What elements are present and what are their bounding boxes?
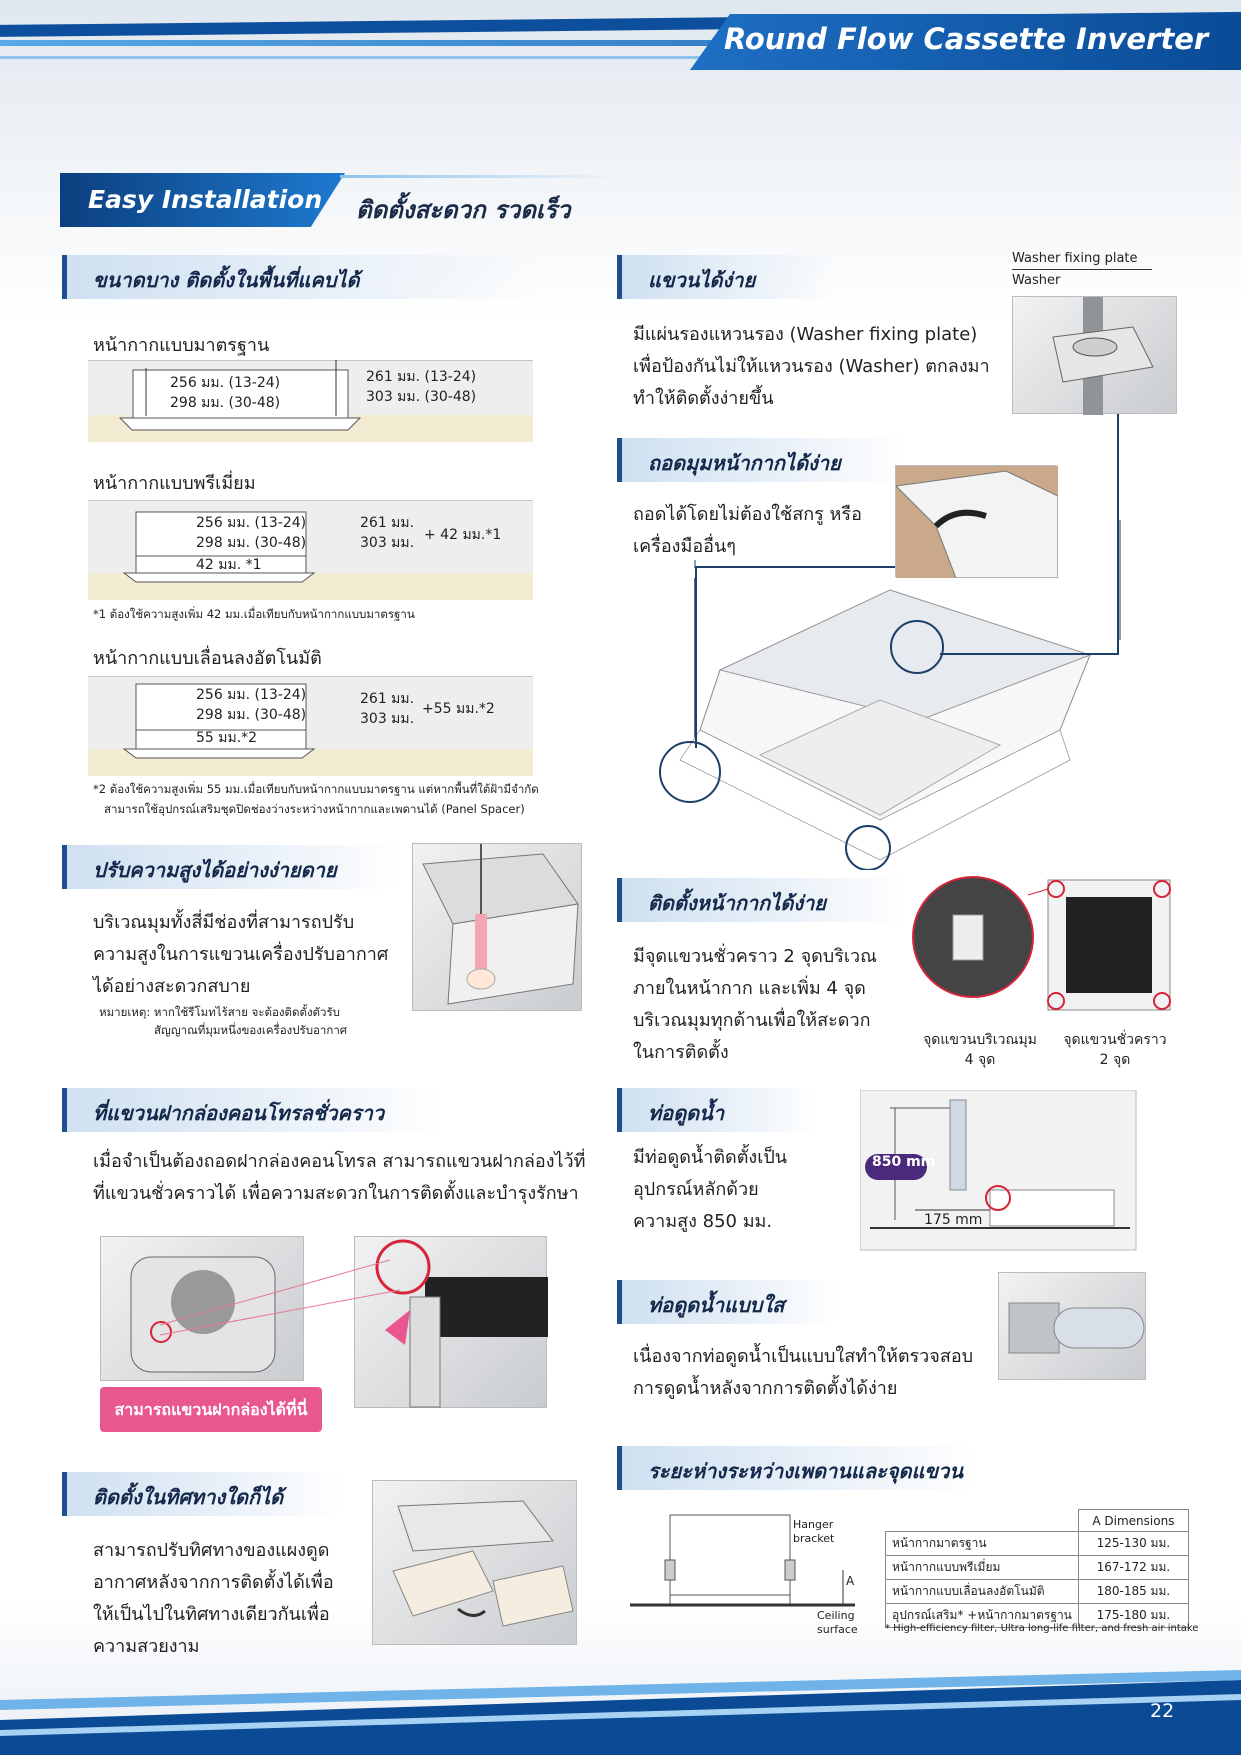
std-inner-1: 256 มม. (13-24): [170, 375, 281, 391]
distance-footnote: * High-efficiency filter, Ultra long-lif…: [885, 1623, 1199, 1634]
table-header: A Dimensions: [1077, 1509, 1189, 1532]
section-controlbox-heading: ที่แขวนฝากล่องคอนโทรลชั่วคราว: [62, 1088, 442, 1132]
height-note-2: สัญญาณที่มุมหนึ่งของเครื่องปรับอากาศ: [154, 1023, 348, 1037]
auto-panel-diagram: [88, 676, 533, 776]
corner-connector-h: [695, 566, 895, 568]
controlbox-text: เมื่อจำเป็นต้องถอดฝากล่องคอนโทรล สามารถแ…: [93, 1151, 586, 1204]
drain-text: มีท่อดูดน้ำติดตั้งเป็น อุปกรณ์หลักด้วย ค…: [633, 1147, 788, 1232]
prem-outer-2: 303 มม.: [360, 535, 415, 551]
corner-connector-v: [695, 566, 697, 748]
section-thin-heading: ขนาดบาง ติดตั้งในพื้นที่แคบได้: [62, 255, 542, 299]
controlbox-callout-lines: [159, 1259, 410, 1345]
prem-inner-2: 298 มม. (30-48): [196, 535, 307, 551]
auto-outer-1: 261 มม.: [360, 691, 415, 707]
label-washer: Washer: [1012, 273, 1061, 288]
section-distance-heading: ระยะห่างระหว่างเพดานและจุดแขวน: [617, 1446, 977, 1490]
prem-inner-1: 256 มม. (13-24): [196, 515, 307, 531]
label-underline: [1012, 269, 1152, 270]
auto-panel-title: หน้ากากแบบเลื่อนลงอัตโนมัติ: [93, 648, 322, 669]
std-inner-2: 298 มม. (30-48): [170, 395, 281, 411]
clear-pipe-photo: [998, 1272, 1146, 1380]
auto-inner-2: 298 มม. (30-48): [196, 707, 307, 723]
dimension-a-label: A: [846, 1574, 855, 1588]
page-title: Round Flow Cassette Inverter: [724, 22, 1209, 56]
easy-installation-en: Easy Installation: [88, 185, 323, 214]
auto-outer-2: 303 มม.: [360, 711, 415, 727]
section-height-heading: ปรับความสูงได้อย่างง่ายดาย: [62, 845, 402, 889]
standard-panel-title: หน้ากากแบบมาตรฐาน: [93, 335, 270, 356]
drain-dim: 175 mm: [924, 1212, 983, 1228]
corner-photo: [894, 465, 1059, 579]
prem-extra: 42 มม. *1: [196, 557, 262, 573]
cassette-unit-illustration: [659, 578, 1092, 870]
direction-text: สามารถปรับทิศทางของแผงดูด อากาศหลังจากกา…: [93, 1540, 334, 1657]
washer-connector-h: [940, 653, 1119, 655]
callout-connector-lines: [694, 520, 1121, 640]
section-direction-heading: ติดตั้งในทิศทางใดก็ได้: [62, 1472, 342, 1516]
easy-installation-banner: [60, 173, 345, 227]
corner-text: ถอดได้โดยไม่ต้องใช้สกรู หรือ เครื่องมืออ…: [633, 504, 862, 557]
std-outer-1: 261 มม. (13-24): [366, 369, 477, 385]
premium-panel-diagram: [88, 500, 533, 600]
distance-diagram: [630, 1514, 855, 1607]
label-washer-fixing-plate: Washer fixing plate: [1012, 251, 1138, 266]
section-hang-heading: แขวนได้ง่าย: [617, 255, 837, 299]
section-corner-heading: ถอดมุมหน้ากากได้ง่าย: [617, 438, 907, 482]
height-note-1: หมายเหตุ: หากใช้รีโมทไร้สาย จะต้องติดตั้…: [99, 1005, 340, 1019]
premium-note: *1 ต้องใช้ความสูงเพิ่ม 42 มม.เมื่อเทียบก…: [93, 607, 415, 621]
hang-text: มีแผ่นรองแหวนรอง (Washer fixing plate) เ…: [633, 324, 990, 409]
height-adjust-photo: [412, 843, 582, 1011]
drain-badge: 850 mm: [872, 1154, 936, 1170]
standard-panel-diagram: [88, 360, 533, 442]
washer-photo: [1012, 296, 1177, 415]
auto-extra: 55 มม.*2: [196, 730, 258, 746]
direction-photo: [372, 1480, 577, 1645]
washer-connector-v: [1117, 414, 1119, 654]
page-number: 22: [1150, 1700, 1175, 1722]
panel-hook-illustration: [912, 876, 1171, 1011]
auto-note-1: *2 ต้องใช้ความสูงเพิ่ม 55 มม.เมื่อเทียบก…: [93, 782, 539, 796]
prem-plus: + 42 มม.*1: [424, 527, 502, 543]
auto-inner-1: 256 มม. (13-24): [196, 687, 307, 703]
section-panel-heading: ติดตั้งหน้ากากได้ง่าย: [617, 878, 907, 922]
height-text: บริเวณมุมทั้งสี่มีช่องที่สามารถปรับ ความ…: [93, 912, 389, 997]
controlbox-hang-label: สามารถแขวนฝากล่องได้ที่นี่: [100, 1387, 322, 1432]
banner-line: [340, 175, 620, 178]
clear-text: เนื่องจากท่อดูดน้ำเป็นแบบใสทำให้ตรวจสอบ …: [633, 1346, 974, 1399]
controlbox-photo-2: [354, 1236, 548, 1408]
footer-band: [0, 1670, 1241, 1755]
table-row: หน้ากากแบบเลื่อนลงอัตโนมัติ180-185 มม.: [885, 1579, 1189, 1604]
section-drain-heading: ท่อดูดน้ำ: [617, 1088, 817, 1132]
controlbox-photo-1: [100, 1236, 304, 1381]
premium-panel-title: หน้ากากแบบพรีเมี่ยม: [93, 473, 256, 494]
easy-installation-th: ติดตั้งสะดวก รวดเร็ว: [356, 196, 571, 224]
panel-text: มีจุดแขวนชั่วคราว 2 จุดบริเวณ ภายในหน้าก…: [633, 946, 877, 1063]
auto-note-2: สามารถใช้อุปกรณ์เสริมชุดปิดช่องว่างระหว่…: [104, 802, 525, 816]
drain-diagram: [860, 1090, 1137, 1251]
prem-outer-1: 261 มม.: [360, 515, 415, 531]
header-band: [0, 0, 1241, 86]
auto-plus: +55 มม.*2: [422, 701, 495, 717]
header-title-box: [690, 14, 1241, 70]
section-clear-heading: ท่อดูดน้ำแบบใส: [617, 1280, 837, 1324]
std-outer-2: 303 มม. (30-48): [366, 389, 477, 405]
